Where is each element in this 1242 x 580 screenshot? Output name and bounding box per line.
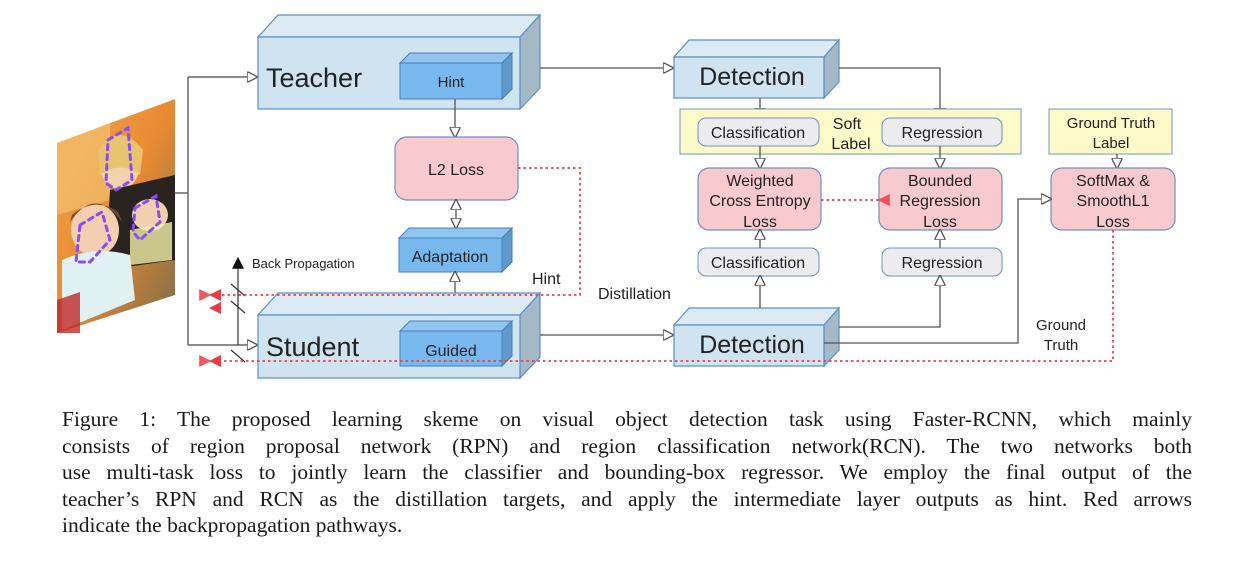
backprop-arrowhead-hint bbox=[209, 289, 221, 301]
guided-block: Guided bbox=[398, 319, 514, 368]
teacher-detection-label: Detection bbox=[699, 63, 805, 91]
student-classification-output: Classification bbox=[697, 247, 820, 277]
hint-path-label: Hint bbox=[532, 271, 561, 288]
input-lines bbox=[175, 77, 257, 345]
guided-block-label: Guided bbox=[425, 343, 477, 360]
l2-loss-label: L2 Loss bbox=[428, 162, 484, 179]
brl-line-2: Regression bbox=[900, 193, 981, 210]
soft-label-panel: Classification Soft Label Regression bbox=[679, 108, 1022, 155]
ground-truth-path-2: Truth bbox=[1044, 337, 1078, 354]
soft-label-title-1: Soft bbox=[833, 116, 862, 133]
hint-backprop-path bbox=[199, 167, 581, 301]
ground-truth-label-panel: Ground Truth Label bbox=[1048, 108, 1173, 155]
wce-line-2: Cross Entropy bbox=[709, 193, 810, 210]
student-label: Student bbox=[266, 332, 360, 362]
weighted-cross-entropy-loss: Weighted Cross Entropy Loss bbox=[697, 167, 822, 231]
sml-line-2: SmoothL1 bbox=[1077, 193, 1150, 210]
caption-line: consists of region proposal network (RPN… bbox=[62, 433, 1192, 458]
input-image bbox=[57, 99, 175, 333]
student-classification-label: Classification bbox=[711, 255, 805, 272]
back-propagation-label: Back Propagation bbox=[252, 256, 355, 271]
adaptation-block: Adaptation bbox=[397, 226, 514, 274]
hint-block: Hint bbox=[398, 51, 514, 101]
student-regression-output: Regression bbox=[881, 247, 1003, 277]
adaptation-label: Adaptation bbox=[412, 249, 489, 266]
face-annotation-outlines bbox=[74, 125, 162, 264]
student-network: Student Guided bbox=[256, 291, 542, 380]
backprop-arrowhead-distillation bbox=[209, 302, 221, 314]
soft-classification-label: Classification bbox=[711, 125, 805, 142]
caption-line: teacher’s RPN and RCN as the distillatio… bbox=[62, 486, 1192, 511]
softmax-smoothl1-loss: SoftMax & SmoothL1 Loss bbox=[1050, 167, 1176, 231]
ground-truth-path-1: Ground bbox=[1036, 317, 1086, 334]
hint-block-label: Hint bbox=[438, 74, 466, 91]
student-detection: Detection bbox=[672, 306, 841, 368]
ground-truth-backprop-path bbox=[199, 230, 1114, 367]
wce-line-1: Weighted bbox=[726, 173, 793, 190]
l2-loss-box: L2 Loss bbox=[394, 136, 519, 201]
teacher-network: Teacher Hint bbox=[256, 13, 542, 111]
bounded-regression-loss: Bounded Regression Loss bbox=[878, 167, 1003, 231]
caption-line: Figure 1: The proposed learning skeme on… bbox=[62, 407, 1192, 431]
backprop-paths bbox=[199, 167, 1114, 367]
sml-line-1: SoftMax & bbox=[1076, 173, 1150, 190]
brl-line-1: Bounded bbox=[908, 173, 972, 190]
distillation-label: Distillation bbox=[598, 286, 671, 303]
wce-line-3: Loss bbox=[743, 214, 777, 231]
caption-line: use multi-task loss to jointly learn the… bbox=[62, 460, 1192, 484]
student-regression-label: Regression bbox=[902, 255, 983, 272]
brl-line-3: Loss bbox=[923, 214, 957, 231]
backprop-arrowhead-ground-truth bbox=[209, 355, 221, 367]
sml-line-3: Loss bbox=[1096, 214, 1130, 231]
soft-label-title-2: Label bbox=[831, 136, 870, 153]
caption-line: indicate the backpropagation pathways. bbox=[62, 513, 403, 537]
ground-truth-label-1: Ground Truth bbox=[1067, 115, 1155, 132]
figure-caption: Figure 1: The proposed learning skeme on… bbox=[62, 406, 1192, 539]
student-detection-label: Detection bbox=[699, 331, 805, 359]
soft-regression-label: Regression bbox=[902, 125, 983, 142]
distillation-diagram: Teacher Hint L2 Loss Adaptation Student bbox=[57, 13, 1176, 380]
teacher-detection: Detection bbox=[672, 38, 841, 100]
ground-truth-label-2: Label bbox=[1093, 135, 1130, 152]
teacher-label: Teacher bbox=[266, 63, 362, 93]
back-propagation-legend: Back Propagation bbox=[230, 256, 355, 363]
